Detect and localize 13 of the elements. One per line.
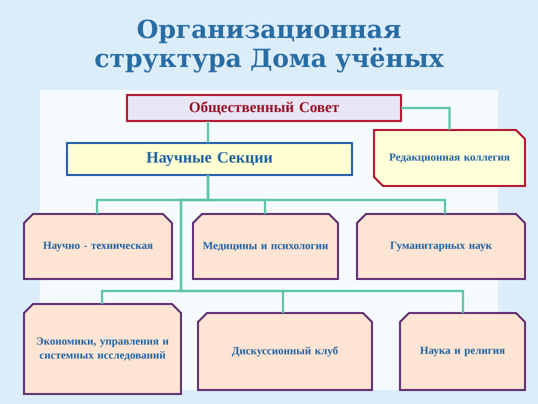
section-box: Дискуссионный клуб xyxy=(197,312,373,391)
section-box: Экономики, управления и системных исследований xyxy=(23,303,182,395)
section-box: Научно - техническая xyxy=(23,213,173,280)
section-box: Наука и религия xyxy=(399,312,526,391)
sections-box: Научные Секции xyxy=(66,142,353,176)
council-box: Общественный Совет xyxy=(126,94,402,122)
section-box: Гуманитарных наук xyxy=(356,213,526,280)
connector xyxy=(180,175,464,313)
board-box: Редакционная коллегия xyxy=(373,129,526,187)
connector xyxy=(401,106,451,130)
title: Организационная структура Дома учёных xyxy=(95,19,444,73)
section-box: Медицины и психологии xyxy=(192,213,339,280)
connector xyxy=(206,121,210,143)
